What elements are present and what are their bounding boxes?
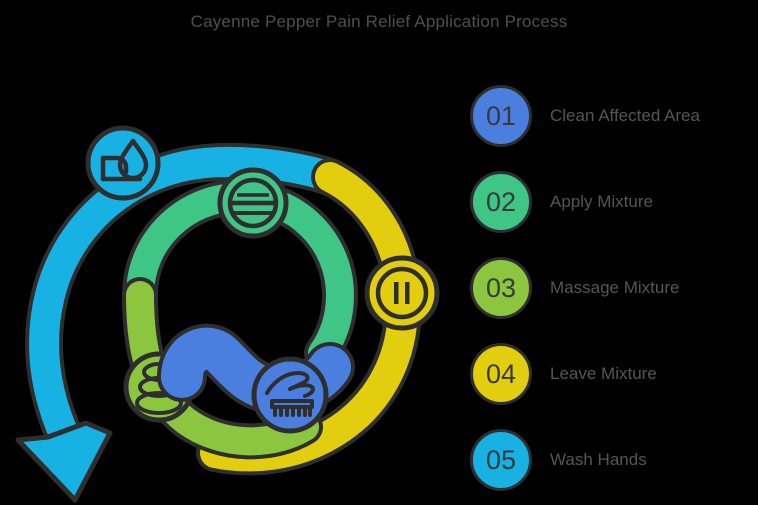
mixing-bowl-icon: [227, 177, 279, 229]
legend-label-02: Apply Mixture: [550, 192, 653, 211]
page-title: Cayenne Pepper Pain Relief Application P…: [190, 12, 568, 31]
legend-item-01[interactable]: 01 Clean Affected Area: [470, 85, 700, 147]
legend-number-02: 02: [485, 186, 517, 217]
legend: 01 Clean Affected Area 02 Apply Mixture …: [470, 85, 758, 495]
spiral-svg: [15, 125, 440, 503]
segment-01-clean-affected-area[interactable]: [157, 323, 355, 434]
hand-water-drop-icon: [100, 138, 149, 182]
legend-badge-03: 03: [470, 257, 532, 319]
pause-icon: [375, 266, 429, 320]
legend-item-04[interactable]: 04 Leave Mixture: [470, 343, 657, 405]
legend-number-05: 05: [485, 444, 517, 475]
legend-label-04: Leave Mixture: [550, 364, 657, 383]
process-arrow-icon: [15, 420, 113, 503]
legend-badge-02: 02: [470, 171, 532, 233]
legend-number-01: 01: [485, 100, 517, 131]
legend-badge-04: 04: [470, 343, 532, 405]
legend-badge-05: 05: [470, 429, 532, 491]
legend-item-02[interactable]: 02 Apply Mixture: [470, 171, 653, 233]
legend-badge-01: 01: [470, 85, 532, 147]
segment-01-icon-bubble: [251, 356, 329, 434]
segment-03-massage-mixture[interactable]: [122, 277, 323, 460]
segment-05-wash-hands[interactable]: [15, 125, 349, 503]
legend-number-03: 03: [485, 272, 517, 303]
legend-label-01: Clean Affected Area: [550, 106, 700, 125]
spiral-process-diagram: [0, 55, 460, 505]
segment-02-apply-mixture[interactable]: [122, 167, 359, 371]
hand-massage-brush-icon: [265, 371, 315, 417]
legend-label-03: Massage Mixture: [550, 278, 680, 297]
legend-item-03[interactable]: 03 Massage Mixture: [470, 257, 679, 319]
legend-label-05: Wash Hands: [550, 450, 647, 469]
legend-number-04: 04: [485, 358, 517, 389]
legend-item-05[interactable]: 05 Wash Hands: [470, 429, 647, 491]
